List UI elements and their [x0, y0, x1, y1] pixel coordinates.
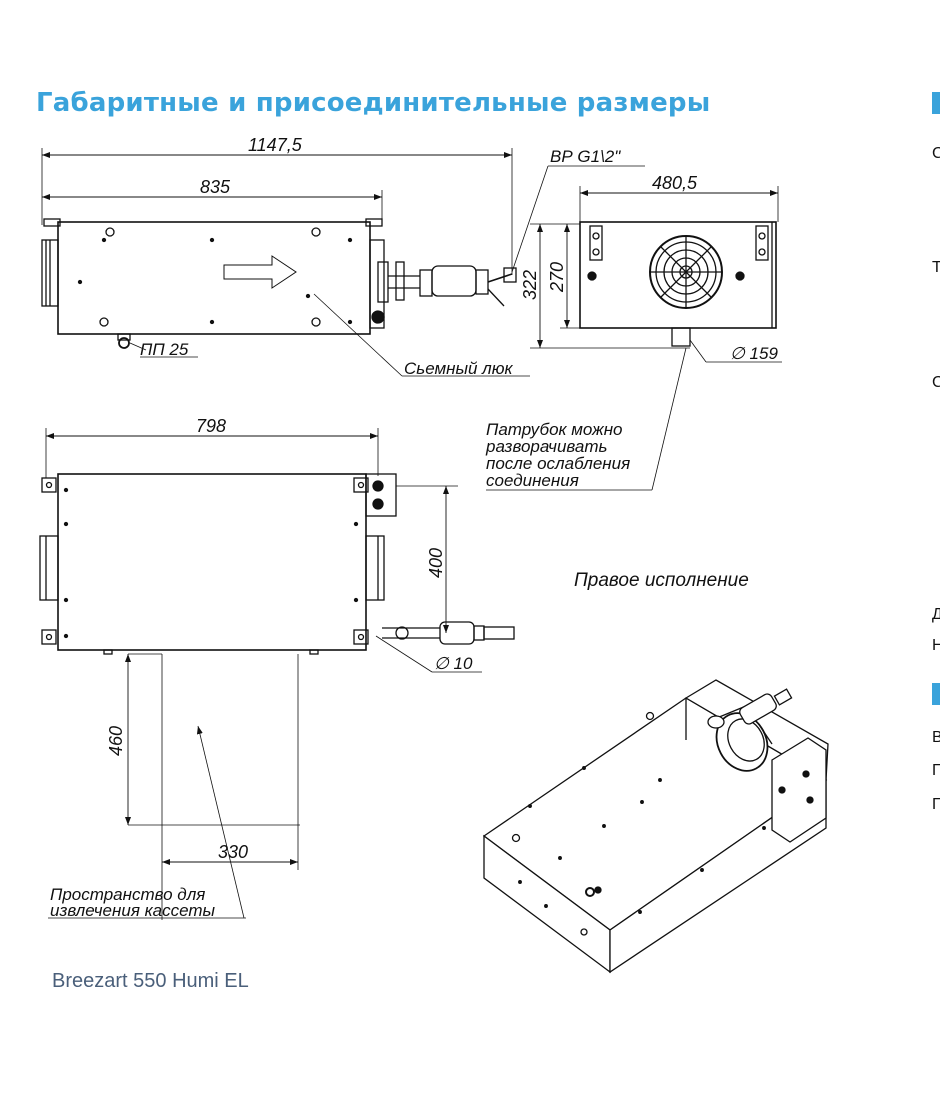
dim-pipe-spacing: 400 — [426, 548, 446, 578]
page-title: Габаритные и присоединительные размеры — [36, 88, 711, 118]
pipe-diameter-label: ∅ 10 — [434, 654, 473, 673]
right-column-letter: С — [932, 374, 940, 391]
next-section-heading-fragment — [932, 683, 940, 705]
dim-side-width: 480,5 — [652, 173, 698, 193]
thread-label: ВР G1\2" — [550, 147, 621, 166]
right-column-letter: Н — [932, 637, 940, 654]
right-column-letter: П — [932, 762, 940, 779]
right-column-letter: С — [932, 145, 940, 162]
right-version-label: Правое исполнение — [574, 570, 749, 591]
dim-height-outer: 322 — [520, 270, 540, 300]
right-column-letter: Д — [932, 606, 940, 623]
dim-clearance-width: 330 — [218, 842, 248, 862]
rotate-note-line: разворачивать — [485, 437, 607, 456]
top-view — [41, 148, 645, 377]
next-column-heading-fragment — [932, 92, 940, 114]
bottom-view — [39, 428, 515, 920]
cassette-note-line: извлечения кассеты — [50, 901, 216, 920]
side-view — [486, 186, 782, 491]
dim-clearance-depth: 460 — [106, 726, 126, 756]
rotate-note-line: соединения — [486, 471, 579, 490]
rotate-note-line: после ослабления — [486, 454, 630, 473]
cassette-note-line: Пространство для — [50, 885, 205, 904]
drain-label: ПП 25 — [140, 340, 189, 359]
hatch-label: Сьемный люк — [404, 359, 514, 378]
model-name: Breezart 550 Humi EL — [52, 970, 249, 992]
rotate-note-line: Патрубок можно — [486, 420, 623, 439]
dim-overall-length: 1147,5 — [248, 135, 303, 155]
right-column-letter: П — [932, 796, 940, 813]
dim-bottom-length: 798 — [196, 416, 226, 436]
right-column-letter: В — [932, 729, 940, 746]
isometric-view — [482, 679, 829, 974]
duct-diameter-label: ∅ 159 — [730, 344, 778, 363]
dim-body-length: 835 — [200, 177, 231, 197]
right-column-letter: Т — [932, 259, 940, 276]
dim-height-body: 270 — [547, 262, 567, 293]
